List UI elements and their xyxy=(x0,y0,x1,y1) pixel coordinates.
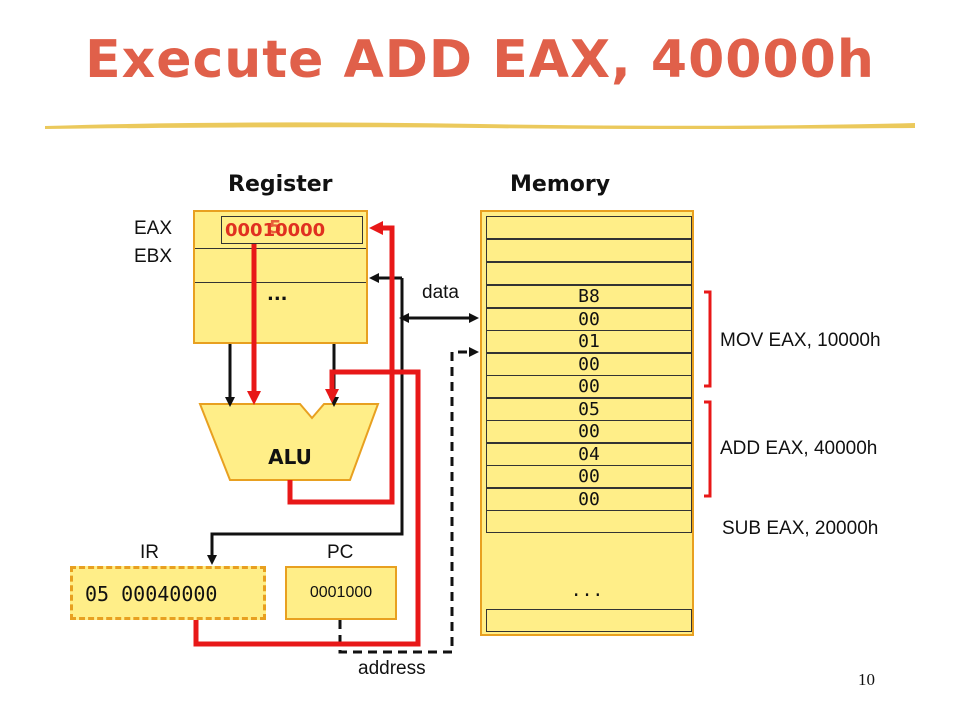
instruction-sub: SUB EAX, 20000h xyxy=(722,518,879,539)
alu-label: ALU xyxy=(268,445,312,469)
instruction-mov: MOV EAX, 10000h xyxy=(720,330,881,351)
memory-cell xyxy=(486,239,692,262)
eax-overlay-digit: 5 xyxy=(269,217,282,238)
pc-label: PC xyxy=(327,542,354,563)
alu-shape xyxy=(198,403,380,481)
instruction-register: 05 00040000 xyxy=(70,566,266,620)
memory-more: ... xyxy=(570,580,604,601)
memory-cell: B8 xyxy=(486,285,692,308)
register-more: ... xyxy=(267,284,288,305)
memory-cell xyxy=(486,609,692,632)
eax-value: 00010000 xyxy=(225,220,326,241)
red-ir-to-alu xyxy=(193,369,421,647)
memory-cell: 00 xyxy=(486,465,692,488)
add-bracket xyxy=(704,400,712,498)
ebx-row-divider xyxy=(195,282,366,283)
memory-cell xyxy=(486,216,692,239)
register-heading: Register xyxy=(228,172,333,197)
address-bus xyxy=(338,347,479,654)
memory-cell: 00 xyxy=(486,375,692,398)
memory-cell xyxy=(486,510,692,533)
ebx-label: EBX xyxy=(134,246,173,267)
memory-cell: 01 xyxy=(486,330,692,353)
eax-row-divider xyxy=(195,248,366,249)
eax-label: EAX xyxy=(134,218,173,239)
instruction-add: ADD EAX, 40000h xyxy=(720,438,878,459)
eax-register-cell xyxy=(221,216,363,244)
program-counter: 0001000 xyxy=(285,566,397,620)
ir-label: IR xyxy=(140,542,159,563)
pc-value: 0001000 xyxy=(309,584,373,601)
memory-cell xyxy=(486,262,692,285)
data-bus-label: data xyxy=(422,282,459,303)
slide-title: Execute ADD EAX, 40000h xyxy=(85,30,875,90)
address-bus-label: address xyxy=(358,658,426,679)
memory-heading: Memory xyxy=(510,172,611,197)
register-file: 00010000 5 ... xyxy=(193,210,368,344)
title-underline xyxy=(45,122,915,129)
red-alu-to-eax xyxy=(287,221,395,505)
ir-value: 05 00040000 xyxy=(85,582,218,606)
page-number: 10 xyxy=(858,670,875,689)
mov-bracket xyxy=(704,290,712,388)
data-to-register xyxy=(372,278,404,520)
memory-cell: 00 xyxy=(486,420,692,443)
data-to-ir xyxy=(207,520,404,565)
